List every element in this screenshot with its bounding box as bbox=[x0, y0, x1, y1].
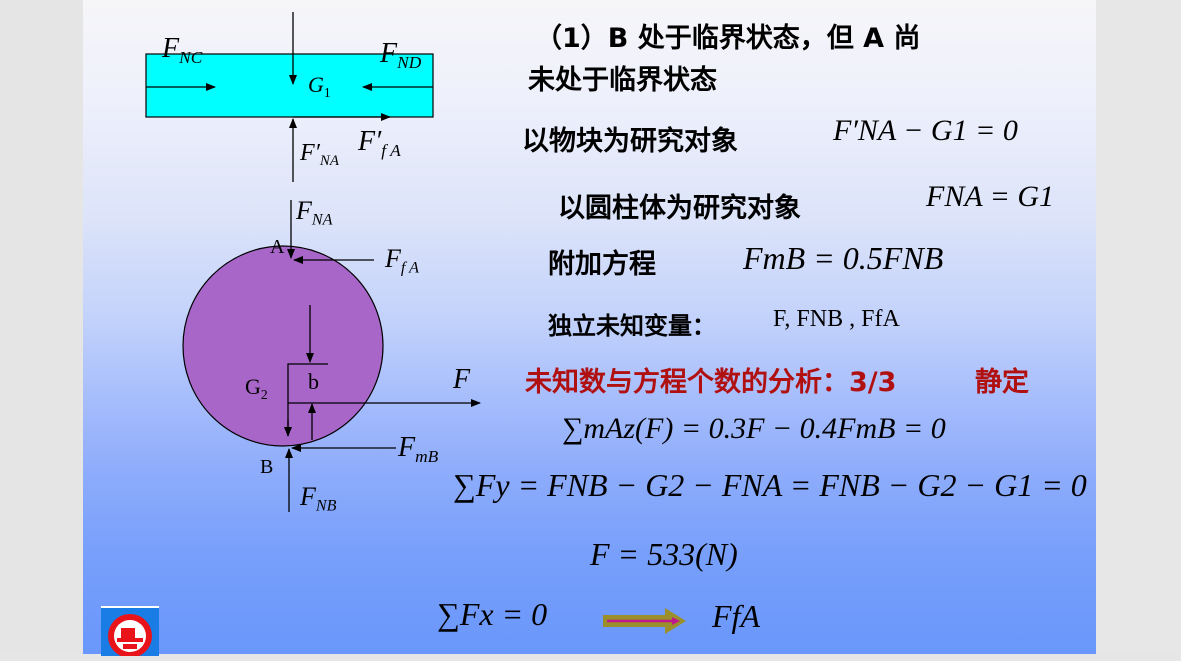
label-fmb: FmB bbox=[398, 432, 439, 467]
heading-line-1: （1）B 处于临界状态，但 A 尚 bbox=[535, 23, 921, 54]
label-b: b bbox=[308, 369, 319, 394]
analysis-label: 未知数与方程个数的分析：3/3 bbox=[525, 367, 897, 398]
result-equation: F = 533(N) bbox=[590, 536, 738, 572]
force-x-equation: ∑Fx = 0 bbox=[437, 596, 548, 632]
label-fna-prime: F′NA bbox=[300, 140, 339, 170]
cylinder-study-equation: FNA = G1 bbox=[926, 180, 1055, 213]
unknowns-label: 独立未知变量： bbox=[548, 312, 716, 340]
right-margin bbox=[1096, 0, 1181, 654]
heading-line-2: 未处于临界状态 bbox=[528, 65, 717, 96]
left-margin bbox=[0, 0, 83, 654]
unknowns-vars: F, FNB , FfA bbox=[773, 306, 900, 332]
gear-emblem-icon bbox=[108, 614, 152, 658]
label-ffa: Ff A bbox=[385, 244, 419, 277]
block-study-equation: F′NA − G1 = 0 bbox=[833, 114, 1018, 147]
label-f: F bbox=[453, 364, 471, 395]
cylinder bbox=[182, 245, 384, 447]
extra-equation: FmB = 0.5FNB bbox=[743, 240, 944, 276]
label-point-a: A bbox=[270, 236, 285, 258]
moment-equation: ∑mAz(F) = 0.3F − 0.4FmB = 0 bbox=[562, 412, 946, 445]
label-fnd: FND bbox=[380, 38, 422, 73]
university-logo bbox=[101, 606, 159, 658]
label-g1: G1 bbox=[308, 72, 331, 100]
force-y-equation: ∑Fy = FNB − G2 − FNA = FNB − G2 − G1 = 0 bbox=[453, 467, 1087, 503]
label-point-b: B bbox=[260, 456, 274, 478]
label-ffa-prime: F′f A bbox=[358, 126, 401, 161]
block-rect bbox=[145, 53, 434, 118]
cylinder-study-label: 以圆柱体为研究对象 bbox=[558, 193, 801, 224]
dimension-b bbox=[287, 363, 328, 434]
label-fnb: FNB bbox=[300, 482, 337, 515]
force-x-result: FfA bbox=[712, 598, 760, 634]
label-fnc: FNC bbox=[162, 33, 203, 68]
label-g2: G2 bbox=[245, 374, 268, 402]
label-fna: FNA bbox=[296, 196, 333, 229]
block-study-label: 以物块为研究对象 bbox=[522, 126, 738, 157]
analysis-result: 静定 bbox=[975, 367, 1029, 398]
extra-equation-label: 附加方程 bbox=[548, 249, 656, 280]
